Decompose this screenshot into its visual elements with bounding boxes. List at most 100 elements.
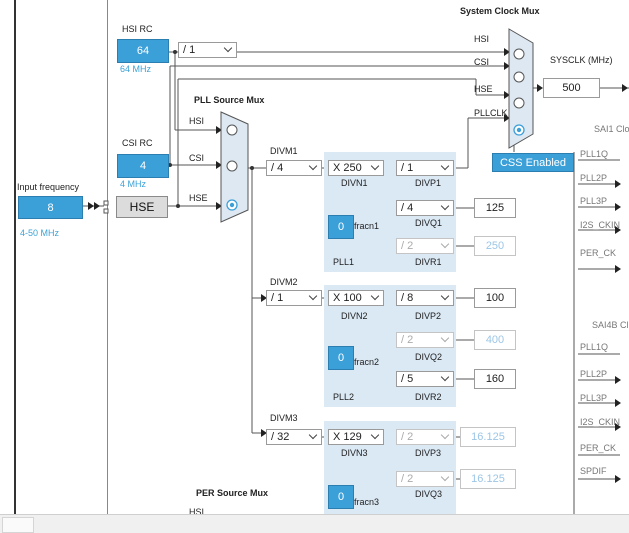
left-separator [107, 0, 108, 514]
sai4b-title: SAI4B Cl [592, 320, 629, 330]
divr2-output[interactable]: 160 [474, 369, 516, 389]
divn1-select[interactable]: X 250 [328, 160, 384, 176]
left-border [14, 0, 16, 514]
fracn1-label: fracn1 [354, 221, 380, 231]
per-source-mux-title: PER Source Mux [196, 488, 269, 498]
csi-rc-freq: 4 MHz [120, 179, 147, 189]
sysclk-label: SYSCLK (MHz) [550, 55, 613, 65]
csi-rc-value: 4 [117, 154, 169, 178]
divn1-label: DIVN1 [341, 178, 368, 188]
chevron-down-icon [437, 161, 453, 175]
chevron-down-icon [437, 333, 453, 347]
divp3-select[interactable]: / 2 [396, 429, 454, 445]
sysclk-field[interactable]: 500 [543, 78, 600, 98]
divr1-output[interactable]: 250 [474, 236, 516, 256]
chevron-down-icon [437, 291, 453, 305]
sai4b-input-pll2p: PLL2P [580, 369, 608, 379]
divp1-select[interactable]: / 1 [396, 160, 454, 176]
chevron-down-icon [305, 161, 321, 175]
divm1-label: DIVM1 [270, 146, 298, 156]
fracn2-field[interactable]: 0 [328, 346, 354, 370]
input-frequency-range: 4-50 MHz [20, 228, 60, 238]
pll2-name: PLL2 [333, 392, 355, 402]
divp2-label: DIVP2 [415, 311, 442, 321]
sai1-input-pll2p: PLL2P [580, 173, 608, 183]
csi-rc-label: CSI RC [122, 138, 153, 148]
hsi-rc-label: HSI RC [122, 24, 153, 34]
divm2-select[interactable]: / 1 [266, 290, 322, 306]
divm3-label: DIVM3 [270, 413, 298, 423]
divm2-label: DIVM2 [270, 277, 298, 287]
divq2-output[interactable]: 400 [474, 330, 516, 350]
pll-mux-input-hse: HSE [189, 193, 208, 203]
divq1-output[interactable]: 125 [474, 198, 516, 218]
divr1-label: DIVR1 [415, 257, 442, 267]
divr1-select[interactable]: / 2 [396, 238, 454, 254]
chevron-down-icon [437, 472, 453, 486]
chevron-down-icon [305, 430, 321, 444]
sai1-input-per-ck: PER_CK [580, 248, 617, 258]
sai4b-input-spdif: SPDIF [580, 466, 607, 476]
divm3-select[interactable]: / 32 [266, 429, 322, 445]
sai4b-input-pll1q: PLL1Q [580, 342, 609, 352]
bottom-status-bar [0, 514, 629, 533]
chevron-down-icon [367, 291, 383, 305]
sai1-input-pll3p: PLL3P [580, 196, 608, 206]
divp2-select[interactable]: / 8 [396, 290, 454, 306]
chevron-down-icon [367, 161, 383, 175]
divq1-label: DIVQ1 [415, 218, 443, 228]
chevron-down-icon [437, 372, 453, 386]
hse-block: HSE [116, 196, 168, 218]
fracn3-label: fracn3 [354, 497, 380, 507]
system-clock-mux-title: System Clock Mux [460, 6, 540, 16]
bottom-tab[interactable] [2, 517, 34, 533]
pll-source-mux-title: PLL Source Mux [194, 95, 265, 105]
hsi-divider-select[interactable]: / 1 [178, 42, 237, 58]
divp3-label: DIVP3 [415, 448, 442, 458]
sys-mux-input-hse: HSE [474, 84, 493, 94]
chevron-down-icon [220, 43, 236, 57]
chevron-down-icon [437, 201, 453, 215]
sai4b-input-per-ck: PER_CK [580, 443, 617, 453]
hsi-rc-value: 64 [117, 39, 169, 63]
chevron-down-icon [437, 430, 453, 444]
divr2-label: DIVR2 [415, 392, 442, 402]
chevron-down-icon [305, 291, 321, 305]
fracn2-label: fracn2 [354, 357, 380, 367]
css-enabled-button[interactable]: CSS Enabled [492, 153, 574, 172]
divn2-label: DIVN2 [341, 311, 368, 321]
divp3-output[interactable]: 16.125 [460, 427, 516, 447]
divq3-output[interactable]: 16.125 [460, 469, 516, 489]
sai4b-input-pll3p: PLL3P [580, 393, 608, 403]
divp1-label: DIVP1 [415, 178, 442, 188]
input-frequency-label: Input frequency [17, 182, 80, 192]
fracn1-field[interactable]: 0 [328, 215, 354, 239]
sai4b-input-i2s-ckin: I2S_CKIN [580, 417, 621, 427]
divm1-select[interactable]: / 4 [266, 160, 322, 176]
divq1-select[interactable]: / 4 [396, 200, 454, 216]
pll-mux-input-csi: CSI [189, 153, 205, 163]
divn3-select[interactable]: X 129 [328, 429, 384, 445]
per-mux-input-hsi: HSI [189, 507, 205, 517]
chevron-down-icon [437, 239, 453, 253]
input-frequency-field[interactable]: 8 [18, 196, 83, 219]
sai1-title: SAI1 Clo [594, 124, 629, 134]
sai1-input-pll1q: PLL1Q [580, 149, 609, 159]
divp2-output[interactable]: 100 [474, 288, 516, 308]
divn3-label: DIVN3 [341, 448, 368, 458]
sys-mux-input-csi: CSI [474, 57, 490, 67]
divn2-select[interactable]: X 100 [328, 290, 384, 306]
hsi-rc-freq: 64 MHz [120, 64, 152, 74]
divq3-select[interactable]: / 2 [396, 471, 454, 487]
sys-mux-input-pllclk: PLLCLK [474, 108, 508, 118]
fracn3-field[interactable]: 0 [328, 485, 354, 509]
sai1-input-i2s-ckin: I2S_CKIN [580, 220, 621, 230]
divq2-label: DIVQ2 [415, 352, 443, 362]
sys-mux-input-hsi: HSI [474, 34, 490, 44]
divr2-select[interactable]: / 5 [396, 371, 454, 387]
pll1-name: PLL1 [333, 257, 355, 267]
pll-mux-input-hsi: HSI [189, 116, 205, 126]
chevron-down-icon [367, 430, 383, 444]
divq2-select[interactable]: / 2 [396, 332, 454, 348]
